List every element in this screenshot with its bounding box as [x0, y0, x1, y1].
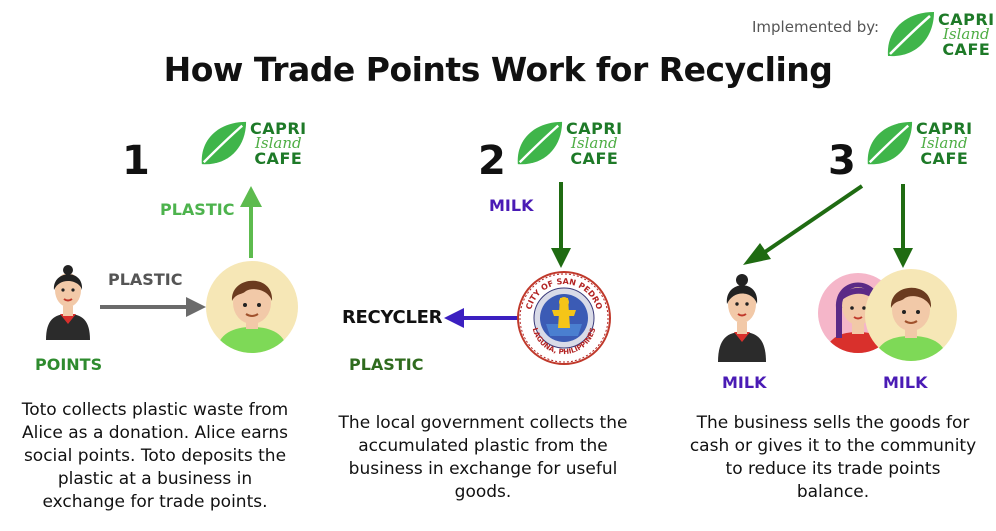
arrow-left-plastic [444, 308, 518, 328]
logo-line1: CAPRI [938, 9, 995, 29]
arrow-down-milk-right [893, 184, 913, 268]
leaf-icon [201, 121, 247, 165]
step-2-description: The local government collects the accumu… [338, 413, 628, 502]
arrow-up-plastic [240, 186, 262, 258]
step-1-number: 1 [122, 138, 150, 184]
capri-island-cafe-logo-step2: CAPRI Island CAFE [514, 118, 623, 168]
man-avatar-community [865, 269, 957, 361]
label-recycler: RECYCLER [342, 307, 443, 328]
logo-line3: CAFE [920, 148, 969, 168]
step-3-description: The business sells the goods for cash or… [689, 413, 977, 502]
leaf-icon [517, 121, 563, 165]
label-plastic-up: PLASTIC [160, 200, 235, 219]
arrow-down-milk [551, 182, 571, 268]
city-of-san-pedro-seal: CITY OF SAN PEDRO LAGUNA, PHILIPPINES [517, 271, 611, 365]
logo-line1: CAPRI [250, 118, 307, 138]
logo-line3: CAFE [570, 148, 619, 168]
logo-line2: Island [570, 133, 618, 152]
logo-line1: CAPRI [566, 118, 623, 138]
page-title: How Trade Points Work for Recycling [163, 50, 833, 89]
woman-avatar-alice [46, 265, 90, 340]
capri-island-cafe-logo-step1: CAPRI Island CAFE [198, 118, 307, 168]
step-3-number: 3 [828, 138, 856, 184]
leaf-icon [887, 12, 934, 57]
logo-line3: CAFE [254, 148, 303, 168]
arrow-right-plastic [100, 297, 206, 317]
label-milk-right: MILK [883, 373, 928, 392]
label-points: POINTS [35, 355, 103, 374]
arrow-diagonal-milk [743, 184, 864, 265]
logo-line3: CAFE [942, 39, 991, 59]
leaf-icon [867, 121, 913, 165]
capri-island-cafe-logo-header: CAPRI Island CAFE [884, 8, 995, 60]
label-plastic-step2: PLASTIC [349, 355, 424, 374]
step-2-number: 2 [478, 138, 506, 184]
logo-line2: Island [920, 133, 968, 152]
logo-line1: CAPRI [916, 118, 973, 138]
implemented-by-label: Implemented by: [752, 18, 880, 36]
logo-line2: Island [254, 133, 302, 152]
label-plastic-arrow: PLASTIC [108, 270, 183, 289]
capri-island-cafe-logo-step3: CAPRI Island CAFE [864, 118, 973, 168]
logo-line2: Island [942, 24, 990, 43]
man-avatar-toto [206, 261, 298, 353]
woman-avatar-customer [718, 274, 766, 362]
step-1-description: Toto collects plastic waste from Alice a… [21, 400, 289, 512]
label-milk-left: MILK [722, 373, 767, 392]
label-milk-step2: MILK [489, 196, 534, 215]
